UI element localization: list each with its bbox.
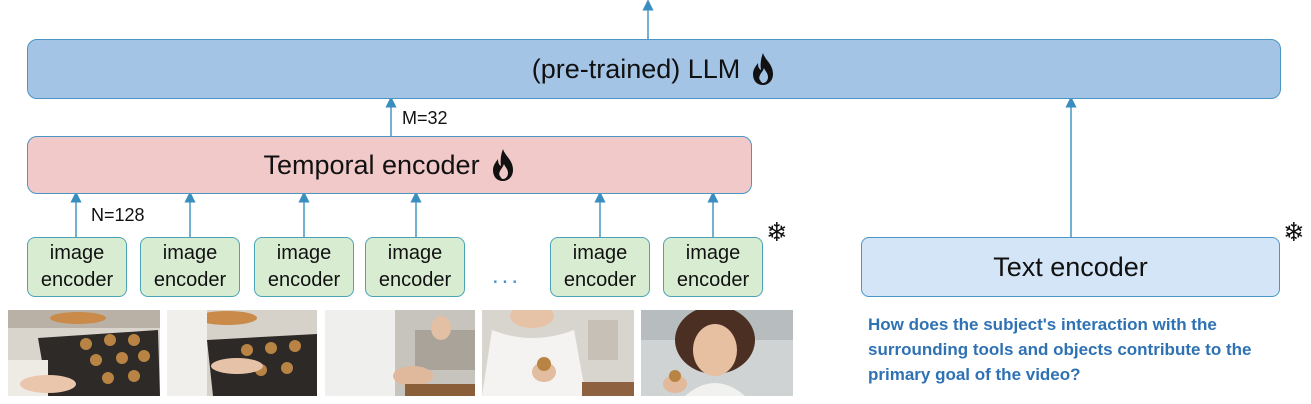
question-text: How does the subject's interaction with … <box>868 315 1252 384</box>
llm-box: (pre-trained) LLM <box>27 39 1281 99</box>
image-encoder-box: image encoder <box>663 237 763 297</box>
image-encoder-line1: image <box>685 242 741 264</box>
llm-label: (pre-trained) LLM <box>531 53 741 84</box>
image-encoder-line2: encoder <box>267 269 341 291</box>
video-frame-1 <box>8 310 160 396</box>
image-encoder-box: image encoder <box>254 237 354 297</box>
image-encoder-line2: encoder <box>676 269 750 291</box>
n-label: N=128 <box>91 205 145 225</box>
text-encoder-box: Text encoder <box>861 237 1280 297</box>
image-encoder-box: image encoder <box>365 237 465 297</box>
image-encoder-line2: encoder <box>378 269 452 291</box>
image-encoder-line1: image <box>572 242 628 264</box>
video-frame-2 <box>167 310 317 396</box>
image-encoder-line2: encoder <box>563 269 637 291</box>
flame-icon <box>492 149 513 181</box>
video-frame-3 <box>325 310 475 396</box>
ellipsis: ... <box>492 262 522 289</box>
image-encoder-line1: image <box>276 242 332 264</box>
image-encoder-box: image encoder <box>27 237 127 297</box>
image-encoder-line1: image <box>162 242 218 264</box>
image-encoder-line2: encoder <box>153 269 227 291</box>
flame-icon <box>753 53 774 85</box>
image-encoder-box: image encoder <box>550 237 650 297</box>
image-encoder-line2: encoder <box>40 269 114 291</box>
temporal-encoder-box: Temporal encoder <box>27 136 752 194</box>
image-encoder-line1: image <box>49 242 105 264</box>
snowflake-icon: ❄ <box>1283 217 1305 247</box>
image-encoder-box: image encoder <box>140 237 240 297</box>
video-frame-5 <box>641 310 793 396</box>
m-label: M=32 <box>402 108 448 128</box>
video-frame-4 <box>482 310 634 396</box>
temporal-encoder-label: Temporal encoder <box>263 149 480 180</box>
snowflake-icon: ❄ <box>766 217 788 247</box>
text-encoder-label: Text encoder <box>993 251 1148 282</box>
image-encoder-line1: image <box>387 242 443 264</box>
